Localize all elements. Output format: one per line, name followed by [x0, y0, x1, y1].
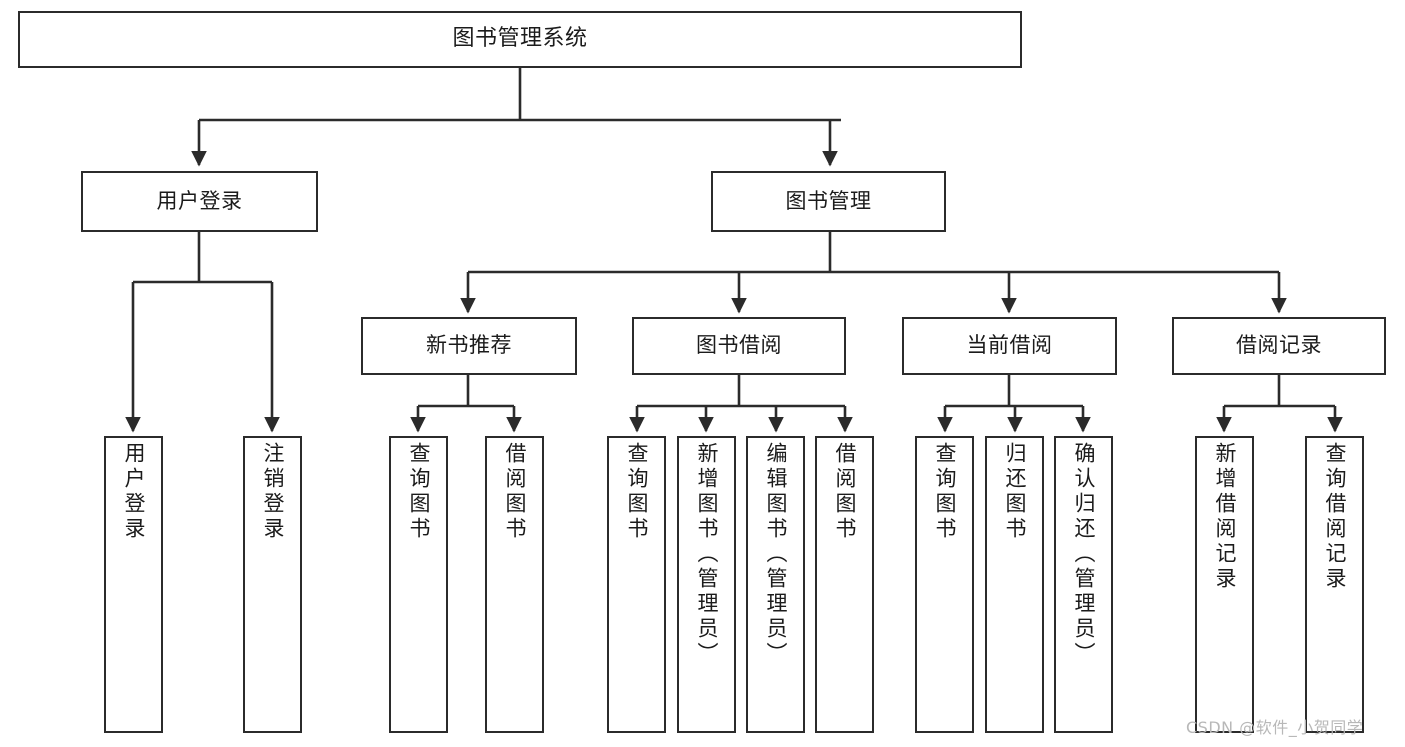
node-label: 用户登录 [122, 442, 146, 542]
node-leaf-borrow-book-2[interactable]: 借阅图书 [815, 436, 874, 733]
csdn-watermark: CSDN @软件_小贺同学 [1186, 718, 1364, 737]
node-label: 新书推荐 [426, 333, 512, 358]
node-leaf-return-book[interactable]: 归还图书 [985, 436, 1044, 733]
node-leaf-login[interactable]: 用户登录 [104, 436, 163, 733]
node-current-borrow[interactable]: 当前借阅 [902, 317, 1117, 375]
node-borrow-record[interactable]: 借阅记录 [1172, 317, 1386, 375]
node-label: 查询图书 [407, 442, 431, 542]
node-leaf-query-book-2[interactable]: 查询图书 [607, 436, 666, 733]
node-book-borrow[interactable]: 图书借阅 [632, 317, 846, 375]
node-leaf-confirm-return[interactable]: 确认归还（管理员） [1054, 436, 1113, 733]
node-label: 图书管理 [785, 188, 872, 213]
node-leaf-query-book-3[interactable]: 查询图书 [915, 436, 974, 733]
node-leaf-logout[interactable]: 注销登录 [243, 436, 302, 733]
node-label: 借阅记录 [1236, 333, 1322, 358]
node-leaf-query-book-1[interactable]: 查询图书 [389, 436, 448, 733]
node-leaf-query-borrow-record[interactable]: 查询借阅记录 [1305, 436, 1364, 733]
node-label: 编辑图书（管理员） [764, 442, 788, 667]
node-label: 注销登录 [261, 442, 285, 542]
node-book-management[interactable]: 图书管理 [711, 171, 946, 232]
node-leaf-add-borrow-record[interactable]: 新增借阅记录 [1195, 436, 1254, 733]
node-label: 查询图书 [625, 442, 649, 542]
node-root-book-management-system[interactable]: 图书管理系统 [18, 11, 1022, 68]
node-label: 确认归还（管理员） [1072, 442, 1096, 667]
node-leaf-borrow-book-1[interactable]: 借阅图书 [485, 436, 544, 733]
node-label: 图书借阅 [696, 333, 782, 358]
node-new-book-recommend[interactable]: 新书推荐 [361, 317, 577, 375]
node-user-login[interactable]: 用户登录 [81, 171, 318, 232]
node-label: 图书管理系统 [452, 26, 588, 52]
node-label: 借阅图书 [833, 442, 857, 542]
node-label: 归还图书 [1003, 442, 1027, 542]
node-label: 当前借阅 [966, 333, 1053, 358]
node-label: 查询借阅记录 [1323, 442, 1347, 592]
node-leaf-edit-book[interactable]: 编辑图书（管理员） [746, 436, 805, 733]
node-leaf-add-book[interactable]: 新增图书（管理员） [677, 436, 736, 733]
node-label: 新增图书（管理员） [695, 442, 719, 667]
node-label: 查询图书 [933, 442, 957, 542]
node-label: 新增借阅记录 [1213, 442, 1237, 592]
node-label: 用户登录 [156, 188, 243, 213]
node-label: 借阅图书 [503, 442, 527, 542]
